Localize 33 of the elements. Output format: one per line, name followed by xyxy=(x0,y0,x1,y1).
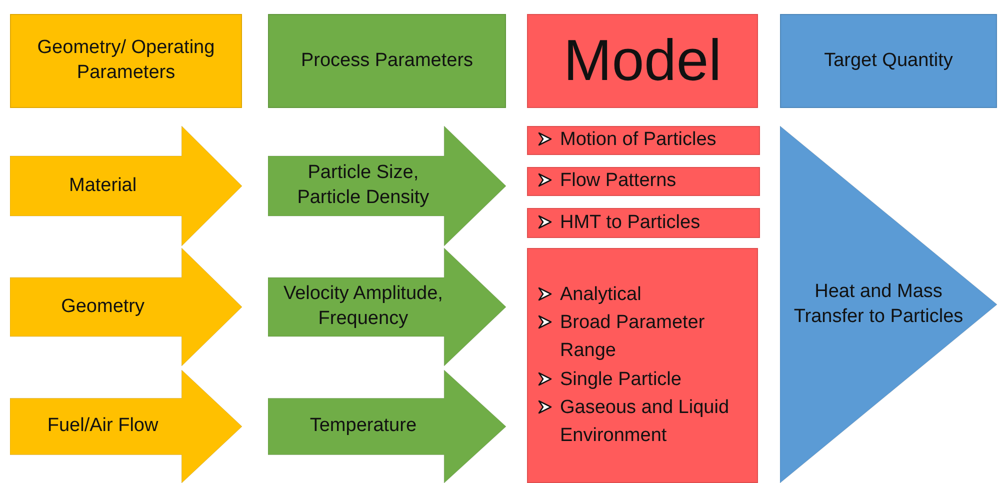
process-box xyxy=(527,248,758,483)
pointer-box xyxy=(268,248,506,366)
list-item: Single Particle xyxy=(560,368,682,392)
process-box xyxy=(780,14,997,108)
pointer-box xyxy=(10,248,242,366)
process-box xyxy=(527,14,758,108)
pointer-box xyxy=(10,370,242,483)
pointer-box xyxy=(10,126,242,246)
label: Velocity Amplitude, Frequency xyxy=(282,282,444,331)
triangle-box xyxy=(780,126,997,483)
list-item: Gaseous and Liquid Environment xyxy=(560,396,730,448)
label: Geometry/ Operating Parameters xyxy=(36,36,216,85)
list-item: Flow Patterns xyxy=(560,169,676,194)
list-item: HMT to Particles xyxy=(560,210,700,235)
pointer-box xyxy=(268,126,506,246)
list-item: Motion of Particles xyxy=(560,128,716,152)
process-box xyxy=(527,167,760,196)
label: Material xyxy=(68,174,138,198)
heading: Model xyxy=(562,27,722,96)
list-item: Analytical xyxy=(560,283,642,308)
label: Target Quantity xyxy=(823,48,954,73)
list-item: Broad Parameter Range xyxy=(560,311,706,364)
process-box xyxy=(527,126,760,155)
label: Temperature xyxy=(308,414,418,438)
process-box xyxy=(527,208,760,238)
pointer-box xyxy=(268,370,506,483)
process-box xyxy=(10,14,242,108)
label: Geometry xyxy=(60,294,146,319)
label: Heat and Mass Transfer to Particles xyxy=(792,280,964,328)
label: Fuel/Air Flow xyxy=(46,414,160,438)
label: Process Parameters xyxy=(300,48,474,73)
label: Particle Size, Particle Density xyxy=(296,161,430,210)
process-box xyxy=(268,14,506,108)
